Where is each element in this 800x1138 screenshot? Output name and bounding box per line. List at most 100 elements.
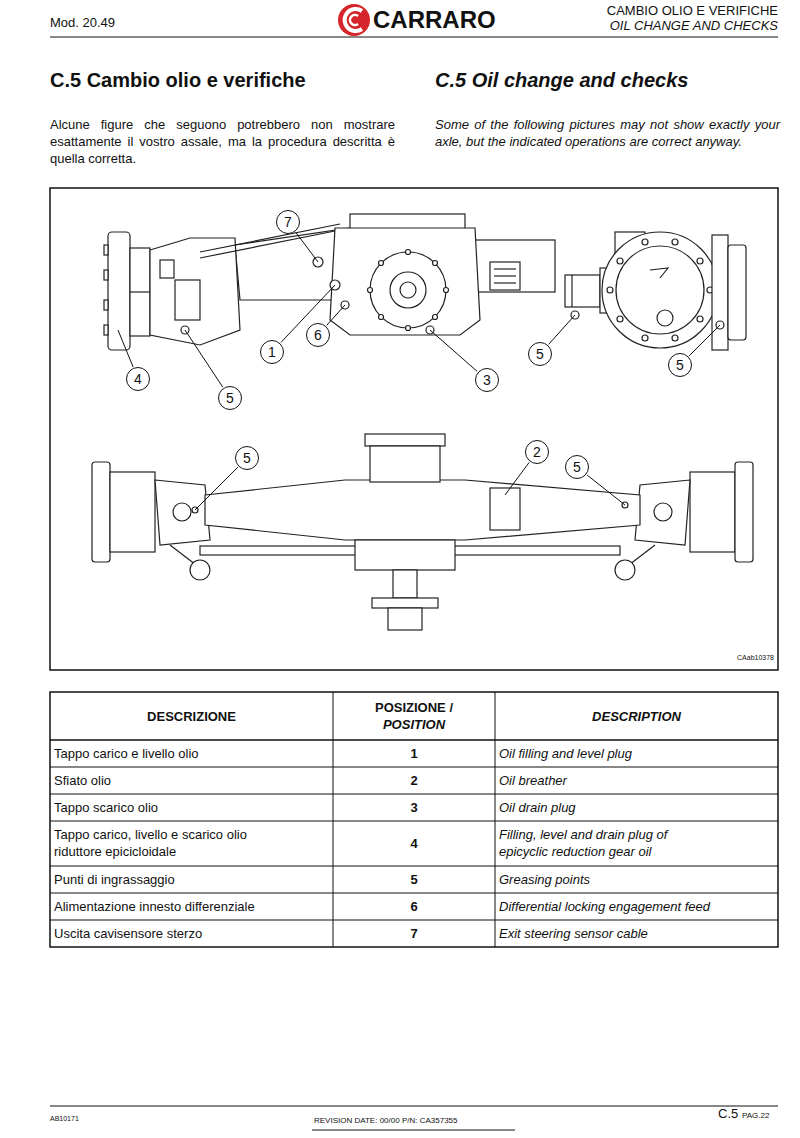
axle-front-view-part-part bbox=[433, 315, 438, 320]
axle-front-view-part bbox=[104, 245, 108, 255]
axle-side-view-part bbox=[712, 235, 728, 350]
callout-number-text: 5 bbox=[536, 347, 544, 361]
axle-plan-view-part bbox=[690, 472, 735, 552]
axle-plan-view-part bbox=[615, 560, 635, 580]
table-cell: 2 bbox=[333, 772, 495, 789]
axle-front-view-part bbox=[350, 214, 465, 229]
section-heading: C.5 Oil change and checks bbox=[435, 68, 688, 92]
table-cell: 1 bbox=[333, 745, 495, 762]
axle-plan-view-part bbox=[393, 570, 417, 598]
table-cell: 4 bbox=[333, 835, 495, 852]
axle-front-view-part-part bbox=[406, 326, 411, 331]
axle-front-view-part bbox=[330, 228, 480, 335]
leader-line bbox=[185, 330, 223, 387]
table-cell: Filling, level and drain plug of epicycl… bbox=[499, 826, 704, 860]
callout-number: 3 bbox=[475, 368, 499, 392]
leader-line bbox=[327, 305, 345, 325]
axle-front-view-part bbox=[130, 291, 150, 292]
table-grid-part bbox=[50, 692, 778, 947]
table-cell: Tappo scarico olio bbox=[54, 799, 158, 816]
footer-rule-part bbox=[50, 1106, 778, 1107]
leader-line bbox=[430, 330, 477, 371]
axle-side-view-part-part bbox=[642, 335, 648, 341]
axle-front-view-part bbox=[368, 250, 449, 331]
axle-front-view-part-part bbox=[444, 288, 449, 293]
callout-number-text: 1 bbox=[268, 345, 276, 359]
axle-front-view-part bbox=[104, 325, 108, 335]
footer-rule-part bbox=[312, 1130, 515, 1131]
illustration-frame bbox=[50, 188, 778, 670]
axle-front-view-part-part bbox=[368, 288, 373, 293]
axle-side-view-part-part bbox=[617, 258, 623, 264]
axle-front-view-part bbox=[400, 282, 416, 298]
callout-number-text: 5 bbox=[676, 358, 684, 372]
axle-plan-view-part bbox=[372, 598, 438, 608]
table-grid-part bbox=[50, 920, 778, 921]
leader-line bbox=[505, 462, 529, 495]
callout-number-text: 5 bbox=[573, 460, 581, 474]
axle-front-view-part bbox=[390, 272, 426, 308]
axle-plan-view-part bbox=[635, 480, 690, 545]
axle-side-view-part bbox=[657, 310, 673, 326]
model-code: Mod. 20.49 bbox=[50, 14, 115, 31]
axle-front-view-part-part bbox=[379, 315, 384, 320]
callout-number: 2 bbox=[525, 440, 549, 464]
leader-line bbox=[296, 232, 318, 262]
table-grid-part bbox=[50, 794, 778, 795]
header-rule-part bbox=[50, 37, 778, 38]
axle-front-view-part bbox=[150, 238, 240, 345]
axle-front-view-part bbox=[200, 224, 340, 252]
intro-note: Alcune figure che seguono potrebbero non… bbox=[50, 116, 395, 167]
drawing-code: CAab10378 bbox=[737, 653, 774, 662]
callout-number: 5 bbox=[218, 386, 242, 410]
callout-number: 5 bbox=[565, 455, 589, 479]
callout-number-text: 6 bbox=[314, 328, 322, 342]
carraro-logo bbox=[338, 4, 370, 36]
table-grid-part bbox=[50, 893, 778, 894]
axle-front-view-part bbox=[175, 280, 200, 320]
axle-front-view-part bbox=[104, 300, 108, 310]
axle-side-view-part-part bbox=[642, 239, 648, 245]
callout-number: 1 bbox=[260, 340, 284, 364]
footer-rule bbox=[50, 1106, 778, 1130]
axle-side-view-part-part bbox=[697, 316, 703, 322]
axle-plan-view-part bbox=[155, 480, 210, 545]
document-code: AB10171 bbox=[50, 1114, 79, 1123]
axle-side-view-part bbox=[650, 268, 668, 278]
axle-side-view-part-part bbox=[672, 239, 678, 245]
leader-line bbox=[118, 330, 133, 367]
axle-plan-view-part bbox=[355, 540, 455, 570]
axle-plan-view-part bbox=[110, 472, 155, 552]
axle-front-view-part bbox=[104, 270, 108, 280]
page-number: C.5 bbox=[718, 1106, 738, 1122]
callout-number-text: 2 bbox=[533, 445, 541, 459]
axle-side-view-part bbox=[728, 245, 746, 340]
table-cell: 3 bbox=[333, 799, 495, 816]
axle-side-view-part bbox=[571, 275, 572, 307]
callout-number: 6 bbox=[306, 323, 330, 347]
carraro-logo-part bbox=[345, 9, 362, 31]
carraro-logo-part bbox=[338, 4, 370, 36]
page-number: PAG.22 bbox=[742, 1111, 769, 1121]
callout-number: 5 bbox=[528, 342, 552, 366]
running-header: OIL CHANGE AND CHECKS bbox=[610, 17, 778, 34]
table-cell: Tappo carico e livello olio bbox=[54, 745, 199, 762]
table-cell: Exit steering sensor cable bbox=[499, 925, 648, 942]
table-grid-part bbox=[50, 739, 778, 741]
callout-number: 7 bbox=[276, 210, 300, 234]
table-grid-part bbox=[333, 692, 334, 947]
carraro-logo-part bbox=[350, 15, 358, 25]
axle-plan-view-part bbox=[365, 434, 445, 446]
revision-info: REVISION DATE: 00/00 P/N: CA357355 bbox=[314, 1116, 457, 1126]
axle-front-view-part bbox=[370, 252, 446, 328]
table-cell: Punti di ingrassaggio bbox=[54, 871, 175, 888]
leader-line bbox=[689, 325, 720, 356]
table-cell: Tappo carico, livello e scarico olio rid… bbox=[54, 826, 254, 860]
table-cell: Oil breather bbox=[499, 772, 567, 789]
brand-name: CARRARO bbox=[373, 6, 496, 34]
callout-number-text: 7 bbox=[284, 215, 292, 229]
axle-front-view-part bbox=[494, 268, 516, 269]
axle-plan-view-part bbox=[190, 560, 210, 580]
